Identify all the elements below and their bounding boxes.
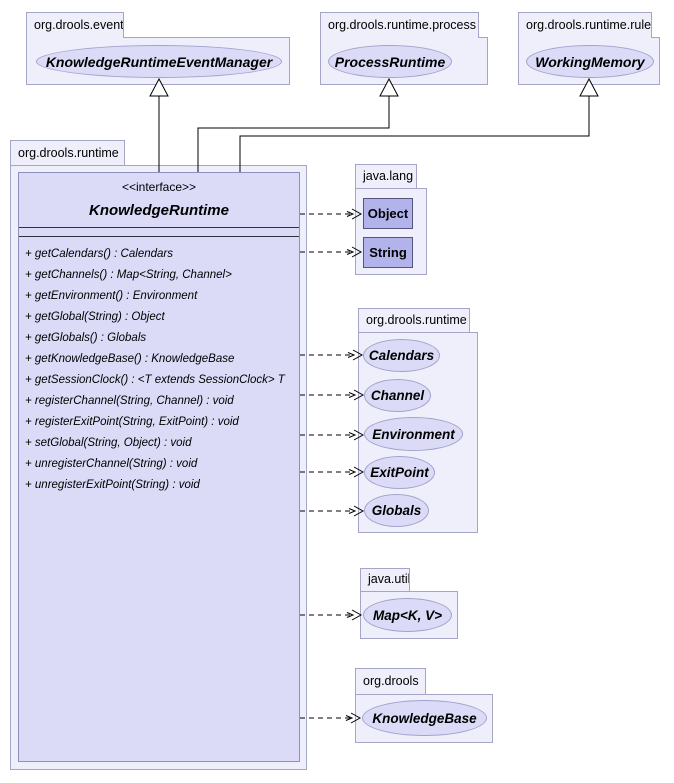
- package-label-runtime-types: org.drools.runtime: [366, 313, 467, 327]
- interface-node-knowledge-runtime-event-manager: KnowledgeRuntimeEventManager: [36, 45, 282, 78]
- class-label: String: [369, 245, 407, 260]
- package-label-event: org.drools.event: [34, 18, 124, 32]
- interface-label: Globals: [371, 503, 422, 518]
- package-tab-runtime-rule: org.drools.runtime.rule: [518, 12, 652, 38]
- interface-node-map: Map<K, V>: [363, 598, 452, 632]
- method-set-global: + setGlobal(String, Object) : void: [25, 437, 192, 449]
- package-tab-runtime-types: org.drools.runtime: [358, 308, 470, 332]
- dependency-arrowhead-icon: [346, 609, 363, 621]
- stereotype-label: <<interface>>: [121, 180, 197, 194]
- method-get-channels: + getChannels() : Map<String, Channel>: [25, 269, 232, 281]
- package-tab-java-lang: java.lang: [355, 164, 417, 188]
- package-label-runtime-process: org.drools.runtime.process: [328, 18, 476, 32]
- class-header: <<interface>> KnowledgeRuntime: [19, 173, 299, 228]
- methods-compartment: + getCalendars() : Calendars + getChanne…: [19, 237, 299, 496]
- interface-node-channel: Channel: [364, 379, 431, 412]
- package-tab-drools: org.drools: [355, 668, 426, 694]
- package-label-java-lang: java.lang: [363, 169, 414, 183]
- package-label-runtime-main: org.drools.runtime: [18, 146, 119, 160]
- method-get-calendars: + getCalendars() : Calendars: [25, 248, 173, 260]
- interface-label: KnowledgeBase: [372, 710, 477, 726]
- interface-label: Channel: [370, 388, 425, 403]
- interface-node-knowledge-base: KnowledgeBase: [362, 700, 487, 736]
- class-name: KnowledgeRuntime: [88, 202, 229, 219]
- class-label: Object: [367, 206, 409, 221]
- generalization-line-process-runtime: [197, 96, 390, 172]
- interface-label: Calendars: [368, 348, 435, 363]
- package-tab-runtime-process: org.drools.runtime.process: [320, 12, 479, 38]
- method-get-globals: + getGlobals() : Globals: [25, 332, 147, 344]
- method-unregister-exit-point: + unregisterExitPoint(String) : void: [25, 479, 200, 491]
- method-get-environment: + getEnvironment() : Environment: [25, 290, 198, 302]
- generalization-line-working-memory: [239, 96, 590, 172]
- method-get-session-clock: + getSessionClock() : <T extends Session…: [25, 374, 285, 386]
- interface-node-process-runtime: ProcessRuntime: [328, 45, 452, 78]
- method-get-knowledge-base: + getKnowledgeBase() : KnowledgeBase: [25, 353, 235, 365]
- package-label-drools: org.drools: [363, 674, 419, 688]
- package-tab-event: org.drools.event: [26, 12, 124, 38]
- interface-label: KnowledgeRuntimeEventManager: [45, 53, 273, 70]
- class-box-knowledge-runtime: <<interface>> KnowledgeRuntime + getCale…: [18, 172, 300, 762]
- method-register-exit-point: + registerExitPoint(String, ExitPoint) :…: [25, 416, 239, 428]
- interface-node-exit-point: ExitPoint: [364, 456, 435, 489]
- class-node-string: String: [363, 237, 413, 268]
- dependency-arrows: [300, 208, 365, 724]
- interface-node-globals: Globals: [364, 494, 429, 527]
- package-label-runtime-rule: org.drools.runtime.rule: [526, 18, 652, 32]
- method-unregister-channel: + unregisterChannel(String) : void: [25, 458, 198, 470]
- interface-node-working-memory: WorkingMemory: [526, 45, 654, 78]
- interface-node-environment: Environment: [364, 417, 463, 451]
- method-get-global: + getGlobal(String) : Object: [25, 311, 165, 323]
- interface-label: Environment: [372, 426, 455, 442]
- interface-label: ExitPoint: [370, 465, 429, 480]
- method-register-channel: + registerChannel(String, Channel) : voi…: [25, 395, 234, 407]
- class-node-object: Object: [363, 198, 413, 229]
- interface-label: ProcessRuntime: [334, 53, 446, 70]
- interface-label: Map<K, V>: [372, 607, 443, 623]
- package-tab-java-util: java.util: [360, 568, 410, 591]
- interface-node-calendars: Calendars: [363, 339, 440, 372]
- package-tab-runtime-main: org.drools.runtime: [10, 140, 125, 165]
- package-label-java-util: java.util: [368, 572, 410, 586]
- interface-label: WorkingMemory: [535, 53, 645, 70]
- attributes-compartment: [19, 228, 299, 237]
